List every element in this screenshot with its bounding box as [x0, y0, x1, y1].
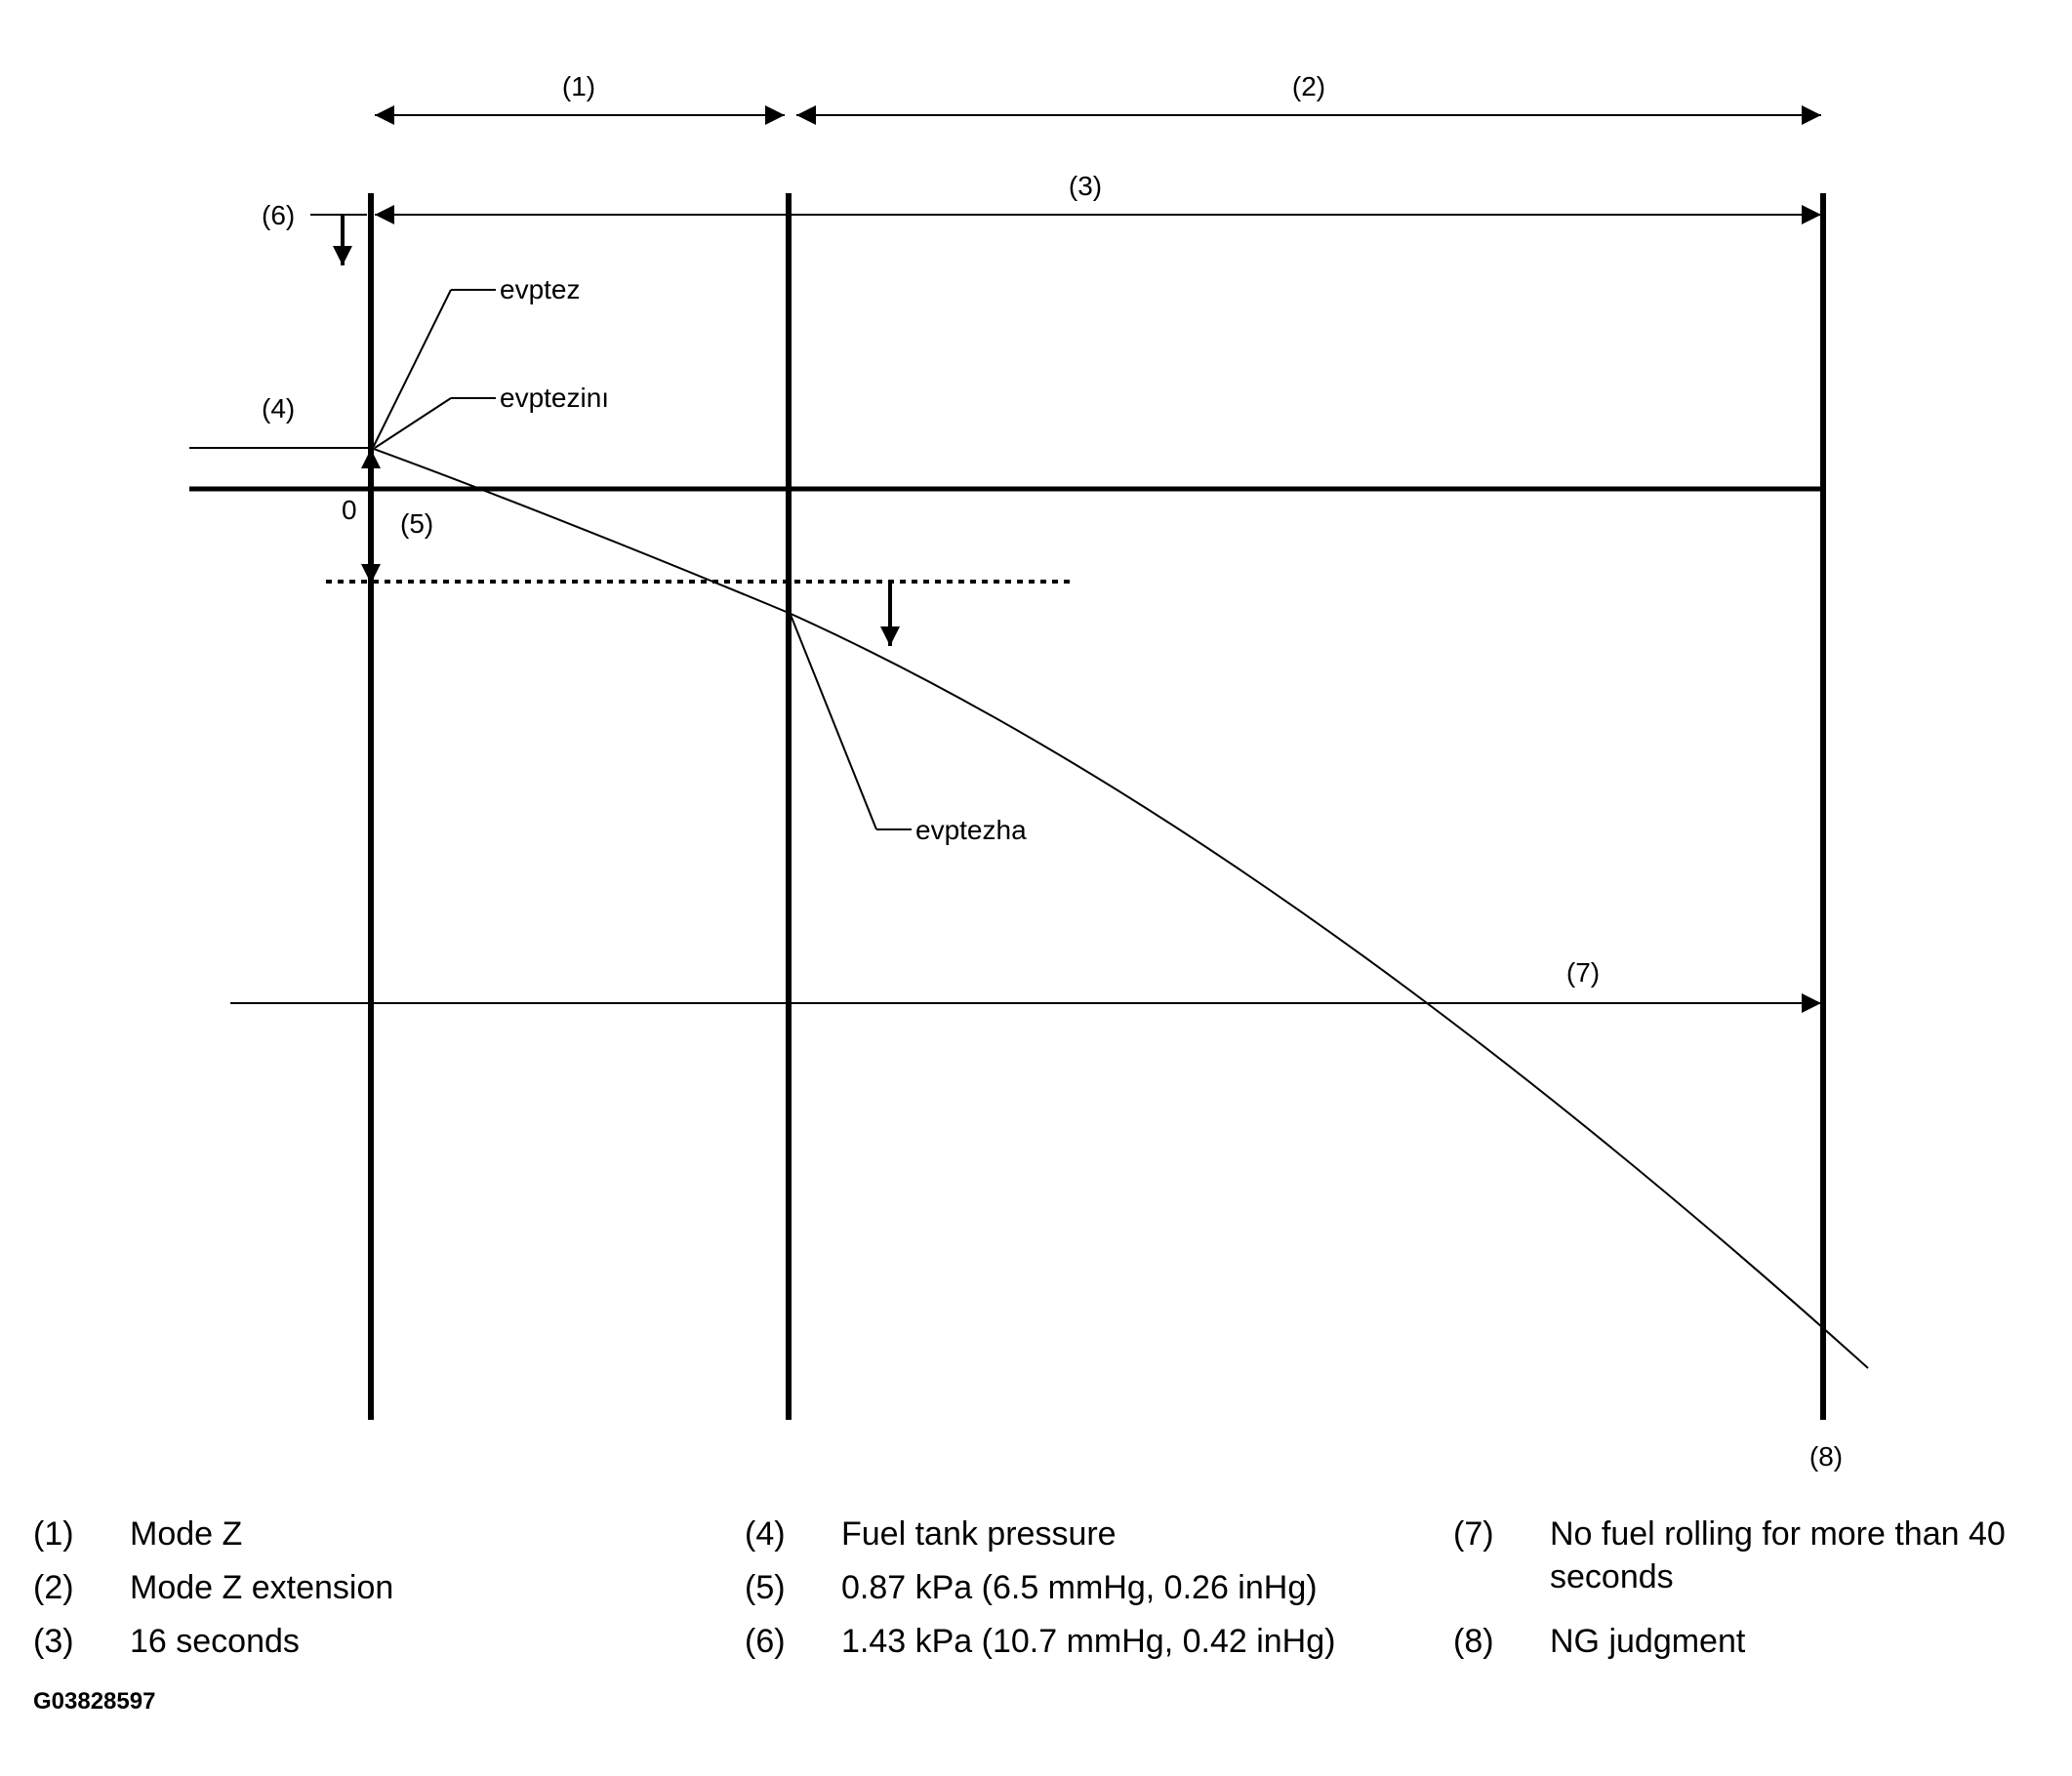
legend-text: 0.87 kPa (6.5 mmHg, 0.26 inHg): [841, 1569, 1318, 1606]
callout-8: (8): [1809, 1441, 1843, 1472]
evptez-leader: [372, 289, 452, 449]
legend: (1) Mode Z (2) Mode Z extension (3) 16 s…: [0, 1513, 2072, 1669]
callout-5: (5): [400, 508, 433, 539]
legend-text: 16 seconds: [130, 1623, 300, 1660]
legend-num: (4): [745, 1515, 786, 1553]
legend-text: Mode Z: [130, 1515, 243, 1553]
legend-num: (8): [1453, 1623, 1494, 1660]
callout-4: (4): [262, 393, 295, 424]
legend-num: (3): [33, 1623, 74, 1660]
callout-7: (7): [1566, 957, 1600, 988]
legend-num: (1): [33, 1515, 74, 1553]
legend-text: NG judgment: [1550, 1623, 1746, 1660]
evptez-label: evptez: [500, 274, 581, 304]
evptezini-label: evptezinı: [500, 383, 609, 413]
legend-text: Mode Z extension: [130, 1569, 394, 1606]
legend-num: (5): [745, 1569, 786, 1606]
fuel-tank-pressure-curve: [370, 447, 1869, 1369]
legend-num: (2): [33, 1569, 74, 1606]
callout-6: (6): [262, 200, 295, 230]
evptezha-leader: [790, 614, 877, 830]
figure-id: G03828597: [33, 1688, 156, 1715]
evptezha-label: evptezha: [915, 815, 1027, 845]
callout-2: (2): [1292, 71, 1325, 101]
legend-text: No fuel rolling for more than 40 seconds: [1550, 1515, 2006, 1595]
zero-label: 0: [342, 495, 357, 525]
legend-text: Fuel tank pressure: [841, 1515, 1117, 1553]
legend-num: (6): [745, 1623, 786, 1660]
callout-3: (3): [1069, 171, 1102, 201]
evptezini-leader: [374, 397, 452, 449]
legend-text: 1.43 kPa (10.7 mmHg, 0.42 inHg): [841, 1623, 1336, 1660]
timing-diagram: (1) (2) (3) (6) 0 (4) (5) evptez evptezi…: [189, 71, 1869, 1472]
legend-num: (7): [1453, 1515, 1494, 1553]
callout-1: (1): [562, 71, 595, 101]
